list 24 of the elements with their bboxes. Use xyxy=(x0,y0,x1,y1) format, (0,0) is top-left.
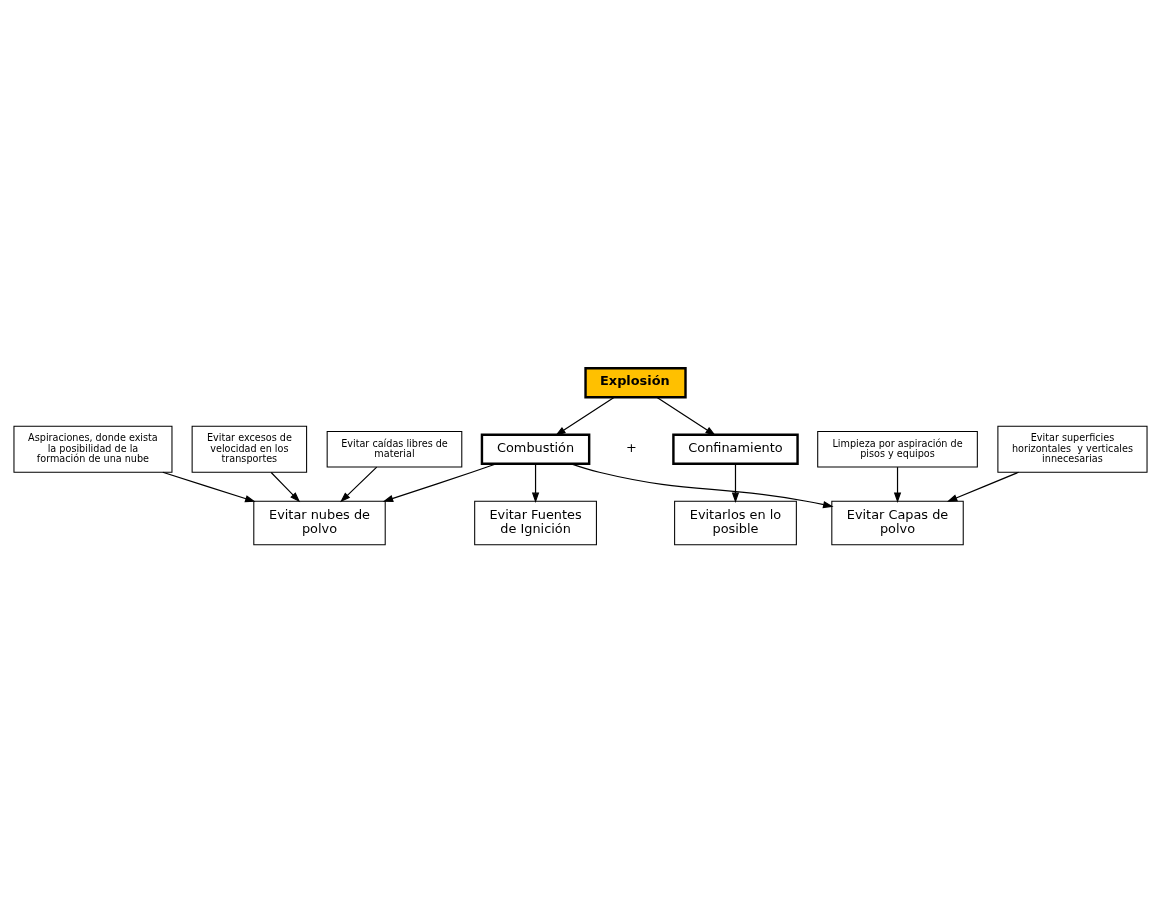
node-box: Evitar caídas libres de material xyxy=(326,430,463,467)
arrow xyxy=(162,471,256,502)
node-box: Evitar Fuentes de Ignición xyxy=(474,500,597,545)
arrow xyxy=(946,471,1020,502)
arrow xyxy=(382,462,498,502)
arrow xyxy=(893,466,902,503)
node-box: Aspiraciones, donde exista la posibilidad de la formación de una nube xyxy=(13,425,173,473)
node-box: Limpieza por aspiración de pisos y equipos xyxy=(817,430,978,467)
node-box: Explosión xyxy=(584,366,687,398)
arrow xyxy=(340,466,378,502)
node-box: Evitar superficies horizontales y verticales innecesarias xyxy=(997,425,1148,473)
node-box: Evitar Capas de polvo xyxy=(831,500,964,545)
node-box: Confinamiento xyxy=(672,433,799,465)
node-box: Evitar nubes de polvo xyxy=(253,500,386,545)
arrow xyxy=(555,396,615,436)
node-box: Evitarlos en lo posible xyxy=(674,500,797,545)
arrow xyxy=(731,462,740,503)
arrow xyxy=(570,462,834,508)
node-box: Combustión xyxy=(480,433,591,465)
node-box: Evitar excesos de velocidad en los transportes xyxy=(191,425,308,473)
arrow xyxy=(270,471,301,502)
arrow xyxy=(656,396,716,436)
label: + xyxy=(626,439,637,455)
arrow xyxy=(531,462,540,503)
